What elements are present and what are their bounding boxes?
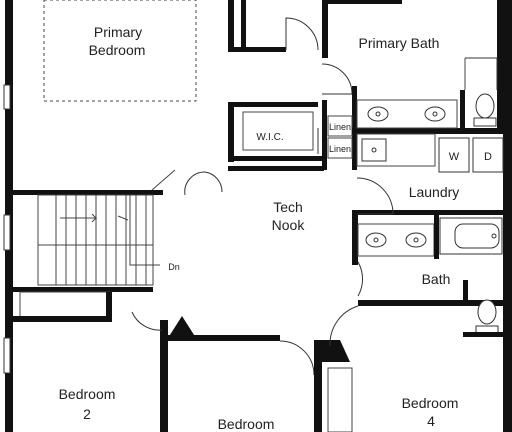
bedroom-4-closet — [327, 367, 353, 432]
bath-toilet-bowl-icon — [477, 299, 497, 325]
wall-laundry-bottom — [352, 210, 504, 215]
bedroom-3-label: Bedroom — [218, 416, 275, 432]
bath-sink-2-drain — [413, 237, 419, 243]
laundry-label: Laundry — [409, 184, 460, 200]
wic-shelf — [242, 111, 314, 151]
door-primary-bedroom[interactable] — [321, 63, 353, 95]
primary-vanity-counter — [356, 99, 458, 129]
wall-primary-bedroom-east — [228, 0, 234, 52]
bedroom-2-closet — [19, 291, 111, 321]
window-left-1 — [3, 84, 11, 110]
laundry-sink-drain — [371, 147, 377, 153]
door-bedroom-3[interactable] — [279, 340, 315, 376]
wall-hall-top-right — [228, 166, 324, 171]
exterior-wall-right-upper — [497, 0, 505, 128]
bedroom-2-label-1: Bedroom — [59, 386, 116, 402]
dryer-label: D — [484, 151, 492, 163]
wall-primary-toilet-west — [460, 90, 465, 130]
primary-bath-label: Primary Bath — [359, 35, 440, 51]
linen-2-box — [327, 137, 353, 159]
bath-label: Bath — [422, 271, 451, 287]
laundry-counter — [356, 133, 436, 167]
bedroom-4-label-1: Bedroom — [402, 395, 459, 411]
wall-primary-closet-east — [241, 0, 246, 52]
door-primary-bedroom-entry[interactable] — [184, 171, 223, 196]
wall-bath-toilet-bottom — [463, 332, 504, 337]
bedroom-2-label-2: 2 — [83, 406, 91, 422]
bedroom-4-label-2: 4 — [427, 413, 435, 429]
linen-2-label: Linen — [329, 144, 351, 154]
wall-bath-west — [352, 215, 358, 265]
wall-bedroom-2-east — [160, 320, 168, 432]
primary-sink-1-drain — [375, 111, 381, 117]
wall-bedroom-4-corner — [322, 340, 350, 362]
door-primary-shower[interactable] — [465, 57, 498, 90]
door-bath[interactable] — [357, 261, 364, 297]
wall-tub-west — [434, 215, 439, 259]
wall-primary-bath-west — [322, 0, 328, 58]
exterior-wall-right — [503, 0, 512, 432]
washer-label: W — [449, 151, 460, 163]
primary-bedroom-label-2: Bedroom — [89, 42, 146, 58]
wall-primary-closet-bottom — [228, 47, 286, 52]
wall-bath-toilet-west — [463, 280, 468, 306]
linen-1-box — [327, 115, 353, 137]
wall-wic-top — [228, 102, 318, 107]
window-left-3 — [3, 337, 11, 374]
staircase — [37, 194, 160, 286]
wall-bedroom-2-closet-east — [106, 292, 112, 322]
primary-toilet-tank — [473, 117, 497, 127]
door-bedroom-4[interactable] — [329, 305, 359, 347]
bathtub-basin — [454, 223, 500, 249]
wall-bedroom-3-top — [168, 335, 280, 341]
wall-wic-west — [228, 102, 234, 162]
linen-1-label: Linen — [329, 122, 351, 132]
bathtub-drain — [491, 233, 497, 239]
wall-bath-bottom — [358, 300, 504, 306]
wall-hall-top-left — [13, 190, 163, 195]
wic-label: W.I.C. — [256, 132, 283, 143]
tech-nook-label-2: Nook — [272, 217, 306, 233]
wall-bedroom-3-corner — [168, 316, 196, 338]
stair-rail — [151, 169, 176, 191]
door-laundry[interactable] — [356, 177, 394, 215]
primary-bedroom-label-1: Primary — [94, 24, 142, 40]
window-left-2 — [3, 214, 11, 251]
wall-stair-bottom — [13, 287, 153, 292]
wall-bedroom-4-west — [314, 340, 322, 432]
primary-sink-2-drain — [432, 111, 438, 117]
wall-primary-bath-bottom — [352, 128, 504, 134]
dryer-box — [472, 137, 504, 173]
stair-dn-label: Dn — [168, 262, 180, 272]
wall-bedroom-2-top — [13, 316, 111, 322]
door-bedroom-2[interactable] — [131, 311, 163, 331]
washer-box — [438, 137, 470, 173]
bath-sink-1-drain — [373, 237, 379, 243]
wall-primary-bath-top — [322, 0, 402, 4]
door-primary-bath[interactable] — [285, 17, 319, 51]
wall-wic-bottom — [228, 156, 324, 161]
primary-toilet-bowl-icon — [475, 93, 495, 119]
wall-linen-west — [322, 100, 327, 170]
tech-nook-label-1: Tech — [273, 199, 303, 215]
